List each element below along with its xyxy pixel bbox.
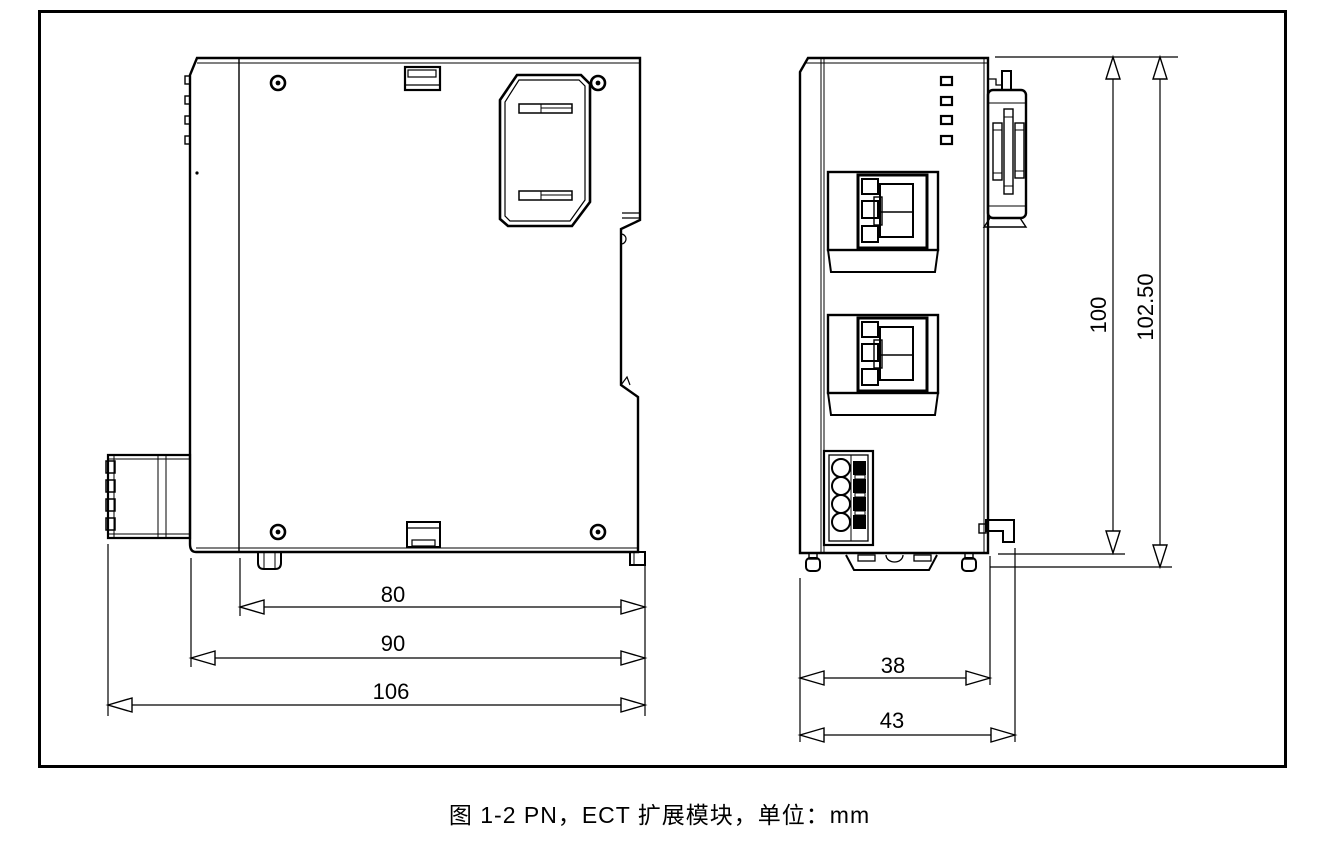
dim-102-50 (1152, 54, 1168, 570)
side-view-corner-tab (629, 551, 646, 566)
led-indicators (939, 75, 954, 146)
connector-recess (498, 73, 592, 228)
dim-label-102-50: 102.50 (1133, 273, 1158, 340)
dim-106 (105, 697, 648, 713)
side-view-dimensions (105, 544, 648, 716)
rj45-port-1 (826, 170, 940, 273)
side-view-edge-ticks (184, 75, 191, 145)
dim-90 (188, 650, 648, 666)
bus-connector-side (105, 453, 192, 540)
front-view-dimensions (797, 54, 1178, 743)
bus-connector-front (982, 70, 1028, 228)
dim-80 (237, 599, 648, 615)
side-view-foot (257, 552, 282, 570)
figure-caption: 图 1-2 PN，ECT 扩展模块，单位：mm (448, 802, 871, 828)
drawing-frame (38, 10, 1287, 768)
dim-label-80: 80 (381, 582, 405, 607)
rj45-port-2 (826, 313, 940, 416)
side-view-body-outline (188, 56, 642, 554)
dim-43 (797, 727, 1018, 743)
screw-holes (269, 74, 607, 541)
dim-label-100: 100 (1086, 297, 1111, 334)
dim-38 (797, 670, 993, 686)
side-view (105, 56, 646, 570)
din-release-hook (978, 519, 1015, 543)
top-din-clip (403, 65, 442, 92)
dim-label-38: 38 (881, 653, 905, 678)
dim-label-106: 106 (373, 679, 410, 704)
dim-label-90: 90 (381, 631, 405, 656)
front-view-feet (805, 552, 977, 572)
din-rail-slider (845, 554, 938, 571)
front-view (798, 56, 1028, 572)
front-view-body-outline (798, 56, 990, 555)
dim-100 (1105, 54, 1121, 556)
dim-label-43: 43 (880, 708, 904, 733)
bottom-din-clip (406, 521, 441, 548)
terminal-block (822, 449, 875, 547)
